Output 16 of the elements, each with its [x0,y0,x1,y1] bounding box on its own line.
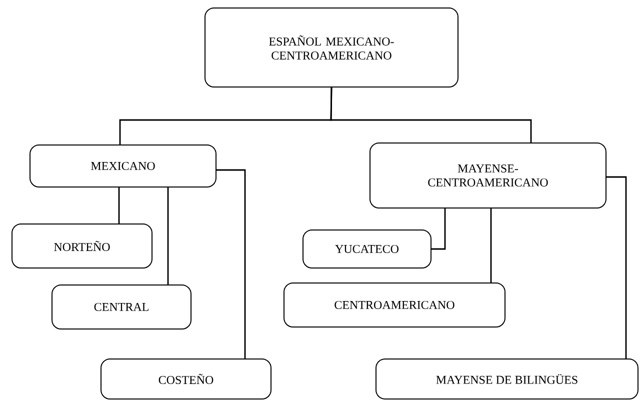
connector-line [330,87,532,143]
category-box: CENTRAL [52,284,192,330]
connector-line [431,208,446,250]
root-box: ESPAÑOL MEXICANO- CENTROAMERICANO [204,8,458,88]
connector-line [118,187,120,224]
category-box: YUCATECO [302,230,432,268]
connector-line [606,176,627,359]
connector-line [490,208,492,283]
connector-line [216,169,246,359]
category-box: MEXICANO [30,144,216,188]
category-box: CENTROAMERICANO [284,282,506,328]
category-box: MAYENSE- CENTROAMERICANO [370,142,606,208]
category-box: MAYENSE DE BILINGÜES [376,358,638,400]
connector-line [167,187,169,285]
category-box: NORTEÑO [12,224,152,268]
category-box: COSTEÑO [100,358,272,400]
